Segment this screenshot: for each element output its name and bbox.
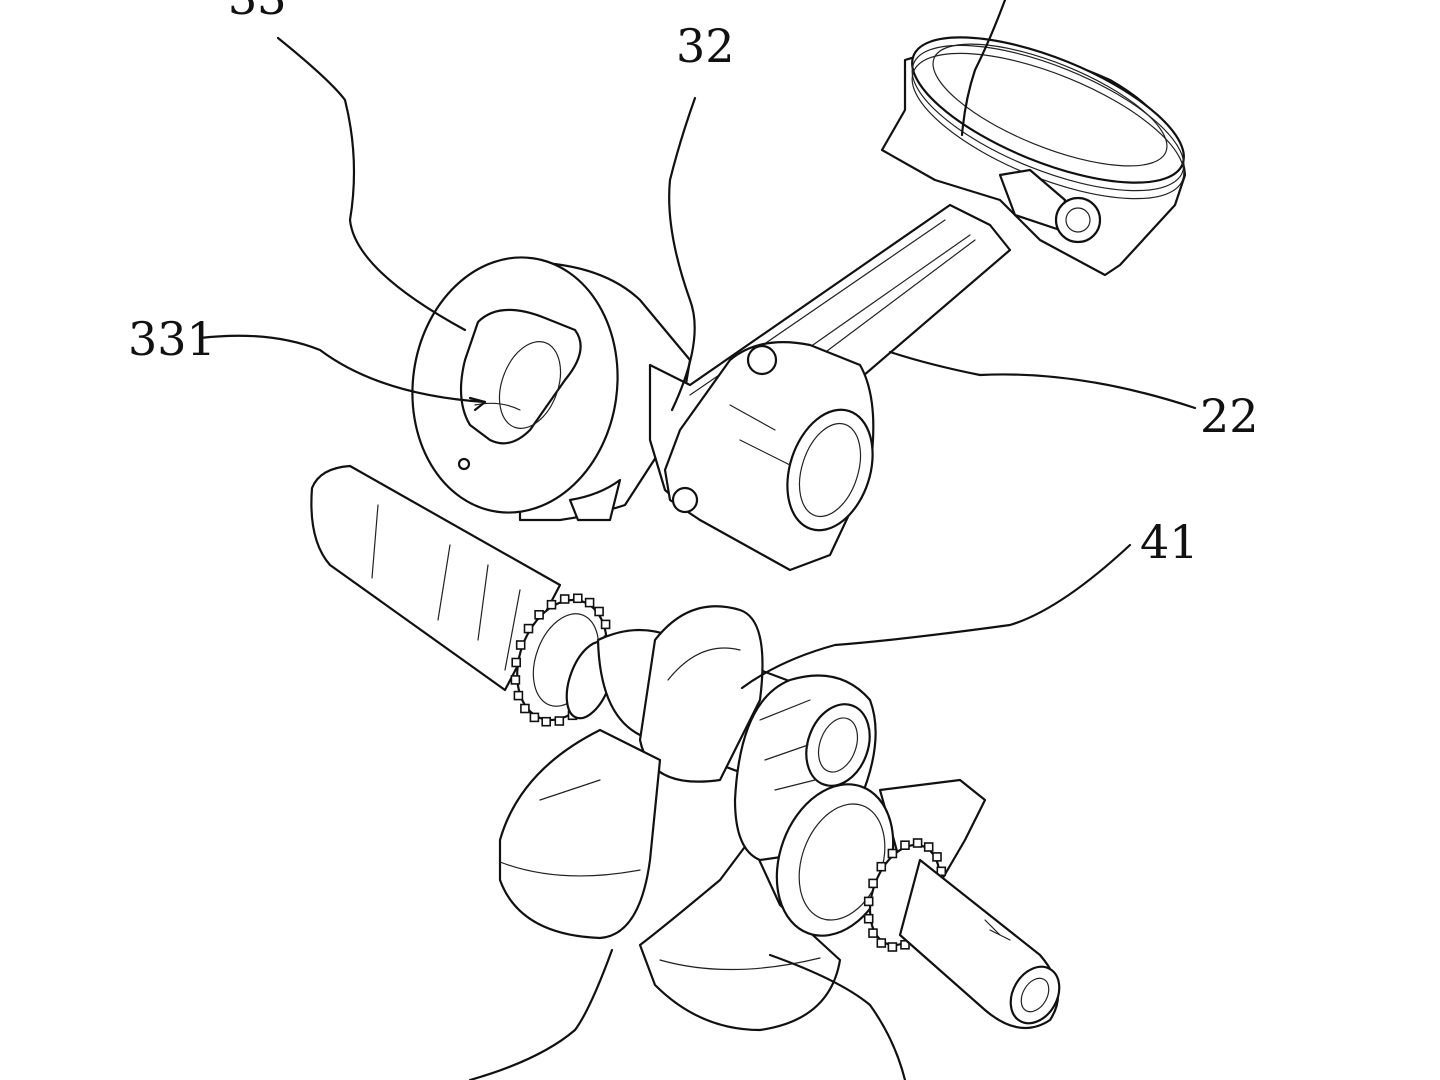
piston <box>880 36 1187 277</box>
gear-tooth <box>594 606 604 617</box>
leader-lines <box>198 0 1197 1080</box>
leader-22 <box>888 350 1197 410</box>
gear-tooth <box>554 716 565 726</box>
label-22: 22 <box>1200 389 1259 443</box>
gear-tooth <box>513 690 524 701</box>
reference-labels: 33 32 331 22 41 <box>128 0 1259 569</box>
gear-tooth <box>876 938 887 948</box>
crankshaft-left-shaft <box>310 464 562 692</box>
eccentric-cam <box>411 256 692 522</box>
label-33: 33 <box>228 0 287 25</box>
gear-tooth <box>863 896 874 907</box>
gear-tooth <box>600 619 611 630</box>
gear-tooth <box>529 712 540 723</box>
gear-tooth <box>868 878 878 889</box>
gear-tooth <box>559 594 570 604</box>
leader-33 <box>276 36 467 332</box>
gear-tooth <box>876 861 887 872</box>
gear-tooth <box>572 593 583 604</box>
gear-tooth <box>887 848 898 859</box>
gear-tooth <box>900 840 910 851</box>
gear-tooth <box>912 838 923 848</box>
gear-tooth <box>534 609 544 620</box>
gear-tooth <box>584 597 595 608</box>
label-331: 331 <box>128 312 216 366</box>
label-41: 41 <box>1140 515 1199 569</box>
connecting-rod <box>648 203 1012 572</box>
label-32: 32 <box>676 19 735 73</box>
leader-41 <box>740 543 1132 690</box>
gear-tooth <box>936 866 947 877</box>
gear-tooth <box>541 716 552 727</box>
crankshaft-right-shaft <box>898 858 1061 1030</box>
gear-tooth <box>887 942 898 952</box>
gear-tooth <box>923 842 934 852</box>
leader-piston <box>960 0 1007 137</box>
leader-331 <box>198 334 487 404</box>
gear-tooth <box>868 928 878 938</box>
gear-tooth <box>546 599 557 610</box>
leader-web-right <box>768 953 907 1080</box>
gear-tooth <box>523 623 534 634</box>
gear-tooth <box>932 852 942 862</box>
crankshaft <box>310 464 1061 1032</box>
gear-tooth <box>511 657 522 668</box>
gear-tooth <box>515 640 526 650</box>
leader-331-arrow <box>468 396 487 412</box>
leader-web-left <box>468 948 614 1080</box>
gear-tooth <box>510 675 521 685</box>
leader-32 <box>668 96 697 412</box>
gear-tooth <box>863 913 874 924</box>
gear-tooth <box>520 703 530 714</box>
